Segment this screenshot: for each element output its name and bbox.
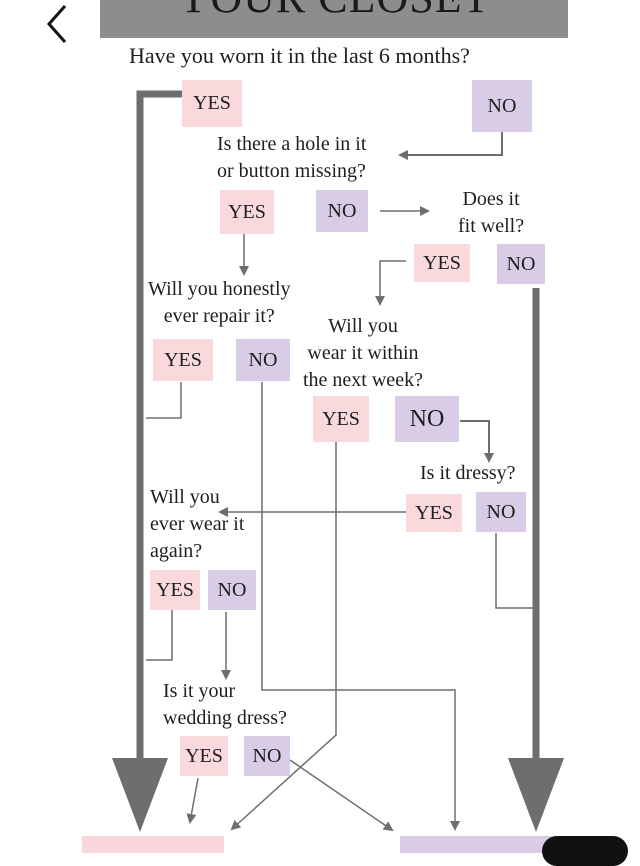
- question-repair: Will you honestly ever repair it?: [148, 278, 291, 327]
- chevron-left-icon: [46, 5, 67, 43]
- q6-no-box: NO: [476, 492, 526, 532]
- back-button[interactable]: [36, 2, 76, 46]
- result-keep-box: [82, 836, 224, 853]
- page-title: YOUR CLOSET: [100, 0, 568, 23]
- question-dressy: Is it dressy?: [420, 462, 516, 484]
- q3-no-box: NO: [497, 244, 545, 284]
- result-donate-box: [400, 836, 552, 853]
- q2-no-box: NO: [316, 190, 368, 232]
- question-fit-well: Does it fit well?: [458, 188, 525, 237]
- q1-yes-box: YES: [182, 80, 242, 127]
- question-hole-or-button: Is there a hole in it or button missing?: [217, 133, 367, 182]
- q6-yes-box: YES: [406, 494, 462, 532]
- q8-no-box: NO: [244, 736, 290, 776]
- question-worn-6-months: Have you worn it in the last 6 months?: [129, 43, 470, 68]
- q5-yes-box: YES: [313, 396, 369, 442]
- floating-action-button[interactable]: [542, 836, 628, 866]
- question-wedding-dress: Is it your wedding dress?: [163, 680, 287, 729]
- q5-no-box: NO: [395, 396, 459, 442]
- title-banner: YOUR CLOSET: [100, 0, 568, 38]
- q4-no-box: NO: [236, 339, 290, 381]
- q7-yes-box: YES: [150, 570, 200, 610]
- q3-yes-box: YES: [414, 244, 470, 282]
- question-wear-again: Will you ever wear it again?: [150, 486, 245, 562]
- q2-yes-box: YES: [220, 190, 274, 234]
- q7-no-box: NO: [208, 570, 256, 610]
- question-wear-next-week: Will you wear it within the next week?: [303, 315, 423, 391]
- q4-yes-box: YES: [153, 339, 213, 381]
- q8-yes-box: YES: [180, 736, 228, 776]
- q1-no-box: NO: [472, 80, 532, 132]
